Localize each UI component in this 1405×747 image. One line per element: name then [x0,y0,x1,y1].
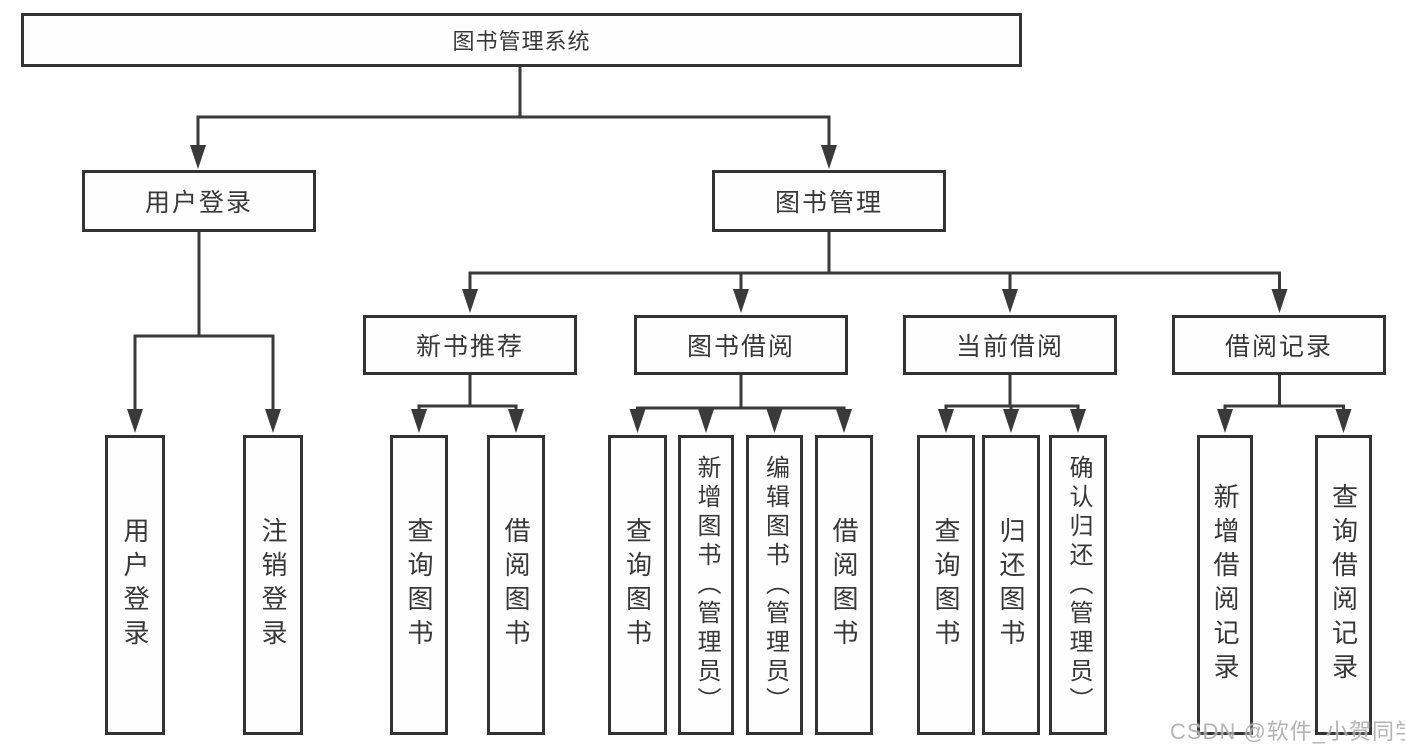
leaf-add-books-admin-label: 新增图书（管理员） [693,454,720,716]
leaf-add-borrow-record: 新增借阅记录 [1197,435,1253,735]
leaf-query-books-borrowing-label: 查询图书 [622,517,653,653]
node-book-management: 图书管理 [712,170,946,232]
node-user-login-label: 用户登录 [144,189,253,217]
leaf-query-borrow-record: 查询借阅记录 [1315,435,1372,735]
node-root-label: 图书管理系统 [452,29,591,54]
leaf-edit-books-admin-label: 编辑图书（管理员） [761,454,789,716]
arrowhead-icons [127,145,1352,433]
leaf-borrow-books-borrowing: 借阅图书 [815,435,873,735]
csdn-watermark: CSDN @软件_小贺同学 [1170,719,1405,744]
leaf-query-books-borrowing: 查询图书 [608,435,667,735]
leaf-borrow-books-borrowing-label: 借阅图书 [829,517,859,653]
leaf-return-books-label: 归还图书 [996,517,1026,653]
leaf-query-books-current-label: 查询图书 [931,517,961,653]
node-book-borrowing-label: 图书借阅 [686,333,795,361]
node-borrowing-records: 借阅记录 [1172,315,1386,375]
leaf-query-books-recommend-label: 查询图书 [404,517,434,653]
leaf-query-books-current: 查询图书 [917,435,975,735]
leaf-confirm-return-admin-label: 确认归还（管理员） [1065,454,1092,716]
node-new-book-recommend: 新书推荐 [363,315,577,375]
leaf-edit-books-admin: 编辑图书（管理员） [746,435,803,735]
leaf-add-books-admin: 新增图书（管理员） [678,435,734,735]
node-book-borrowing: 图书借阅 [634,315,848,375]
leaf-logout-login: 注销登录 [243,435,303,735]
leaf-logout-login-label: 注销登录 [258,517,288,653]
node-new-book-recommend-label: 新书推荐 [415,333,524,361]
node-current-borrowing: 当前借阅 [903,315,1117,375]
node-root: 图书管理系统 [21,13,1022,67]
node-current-borrowing-label: 当前借阅 [955,333,1064,361]
leaf-query-borrow-record-label: 查询借阅记录 [1328,483,1359,687]
node-borrowing-records-label: 借阅记录 [1224,333,1333,361]
leaf-borrow-books-recommend: 借阅图书 [487,435,545,735]
leaf-confirm-return-admin: 确认归还（管理员） [1049,435,1107,735]
leaf-return-books: 归还图书 [982,435,1040,735]
leaf-borrow-books-recommend-label: 借阅图书 [501,517,531,653]
leaf-user-login-label: 用户登录 [120,517,150,653]
leaf-add-borrow-record-label: 新增借阅记录 [1210,483,1240,687]
leaf-user-login: 用户登录 [105,435,165,735]
node-user-login: 用户登录 [82,170,316,232]
node-book-management-label: 图书管理 [774,189,883,217]
leaf-query-books-recommend: 查询图书 [390,435,448,735]
